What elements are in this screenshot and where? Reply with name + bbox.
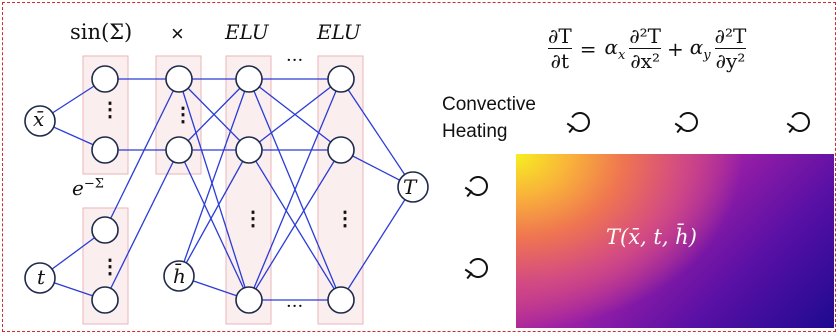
equals-sign: = — [579, 36, 597, 61]
node-b3 — [327, 286, 355, 314]
heating-label-line2: Heating — [442, 121, 508, 142]
label-exp: e−Σ — [72, 176, 104, 200]
alpha-x: α — [604, 34, 618, 59]
heating-arrow-icon — [566, 112, 590, 134]
heating-arrow-icon — [786, 112, 810, 134]
equation-table: ∂T ∂t = αx ∂²T ∂x² + αy ∂²T ∂y² — [546, 24, 748, 73]
heating-label-line1: Convective — [442, 94, 536, 115]
edge-a3-b1 — [248, 78, 342, 301]
node-a3 — [235, 286, 263, 314]
node-b2 — [327, 136, 355, 164]
label-elu-2: ELU — [317, 20, 361, 44]
vdots-elu1: ⋮ — [243, 206, 263, 230]
layer-box-elu1 — [225, 55, 272, 325]
lhs-numerator: ∂T — [548, 24, 572, 48]
input-t-label: t — [37, 265, 46, 289]
network-nodes — [24, 65, 429, 314]
heat-equation: ∂T ∂t = αx ∂²T ∂x² + αy ∂²T ∂y² — [546, 24, 748, 73]
term1-denominator: ∂x² — [629, 48, 662, 73]
node-a1 — [235, 65, 263, 93]
edge-a2-b1 — [248, 78, 342, 151]
input-x-label: x̄ — [33, 107, 45, 131]
node-m2 — [165, 136, 193, 164]
label-exp-base: e — [72, 176, 84, 200]
input-h-label: h̄ — [173, 264, 186, 288]
node-a2 — [235, 136, 263, 164]
layer-box-elu2 — [317, 55, 364, 325]
node-b1 — [327, 65, 355, 93]
temperature-field — [516, 154, 834, 328]
heating-arrow-icon — [464, 258, 488, 280]
vdots-sin: ⋮ — [100, 97, 120, 121]
edge-b1-T — [340, 78, 414, 188]
alpha-x-sub: x — [617, 47, 626, 63]
node-x — [24, 105, 56, 137]
edge-e1-m1 — [104, 78, 180, 231]
network-edges — [39, 78, 414, 301]
label-sin: sin(Σ) — [70, 20, 133, 44]
edge-m2-a3 — [178, 149, 250, 301]
edge-a3-b2 — [248, 149, 342, 301]
heating-arrows — [464, 112, 810, 280]
alpha-y-sub: y — [703, 47, 711, 63]
heating-arrow-icon — [674, 112, 698, 134]
heating-arrow-icon — [464, 176, 488, 198]
label-mult: × — [171, 21, 184, 46]
label-elu-1: ELU — [225, 20, 269, 44]
edge-b3-T — [340, 186, 414, 301]
plus-sign: + — [667, 36, 684, 61]
edge-h-a2 — [178, 149, 250, 277]
lhs-denominator: ∂t — [548, 48, 572, 73]
edge-e2-m2 — [104, 149, 180, 301]
node-s2 — [91, 136, 119, 164]
vdots-elu2: ⋮ — [335, 206, 355, 230]
edge-m1-a3 — [178, 78, 250, 301]
node-T — [397, 171, 429, 203]
vdots-mult: ⋮ — [173, 102, 193, 126]
edge-h-a1 — [178, 78, 250, 277]
alpha-y: α — [689, 34, 704, 59]
node-t — [24, 262, 56, 294]
node-h — [163, 260, 195, 292]
term2-numerator: ∂²T — [714, 24, 747, 48]
node-e1 — [91, 216, 119, 244]
node-e2 — [91, 286, 119, 314]
dots-bottom: ··· — [286, 296, 304, 317]
label-exp-sup: −Σ — [83, 176, 104, 192]
edge-m2-a1 — [178, 78, 250, 151]
term2-denominator: ∂y² — [714, 48, 747, 73]
dashed-frame — [2, 2, 836, 332]
output-t-label: T — [403, 175, 417, 199]
dots-top: ··· — [286, 50, 304, 71]
node-m1 — [165, 65, 193, 93]
temperature-field-label: T(x̄, t, h̄) — [606, 225, 697, 249]
term1-numerator: ∂²T — [629, 24, 662, 48]
node-s1 — [91, 65, 119, 93]
vdots-exp: ⋮ — [100, 254, 120, 278]
